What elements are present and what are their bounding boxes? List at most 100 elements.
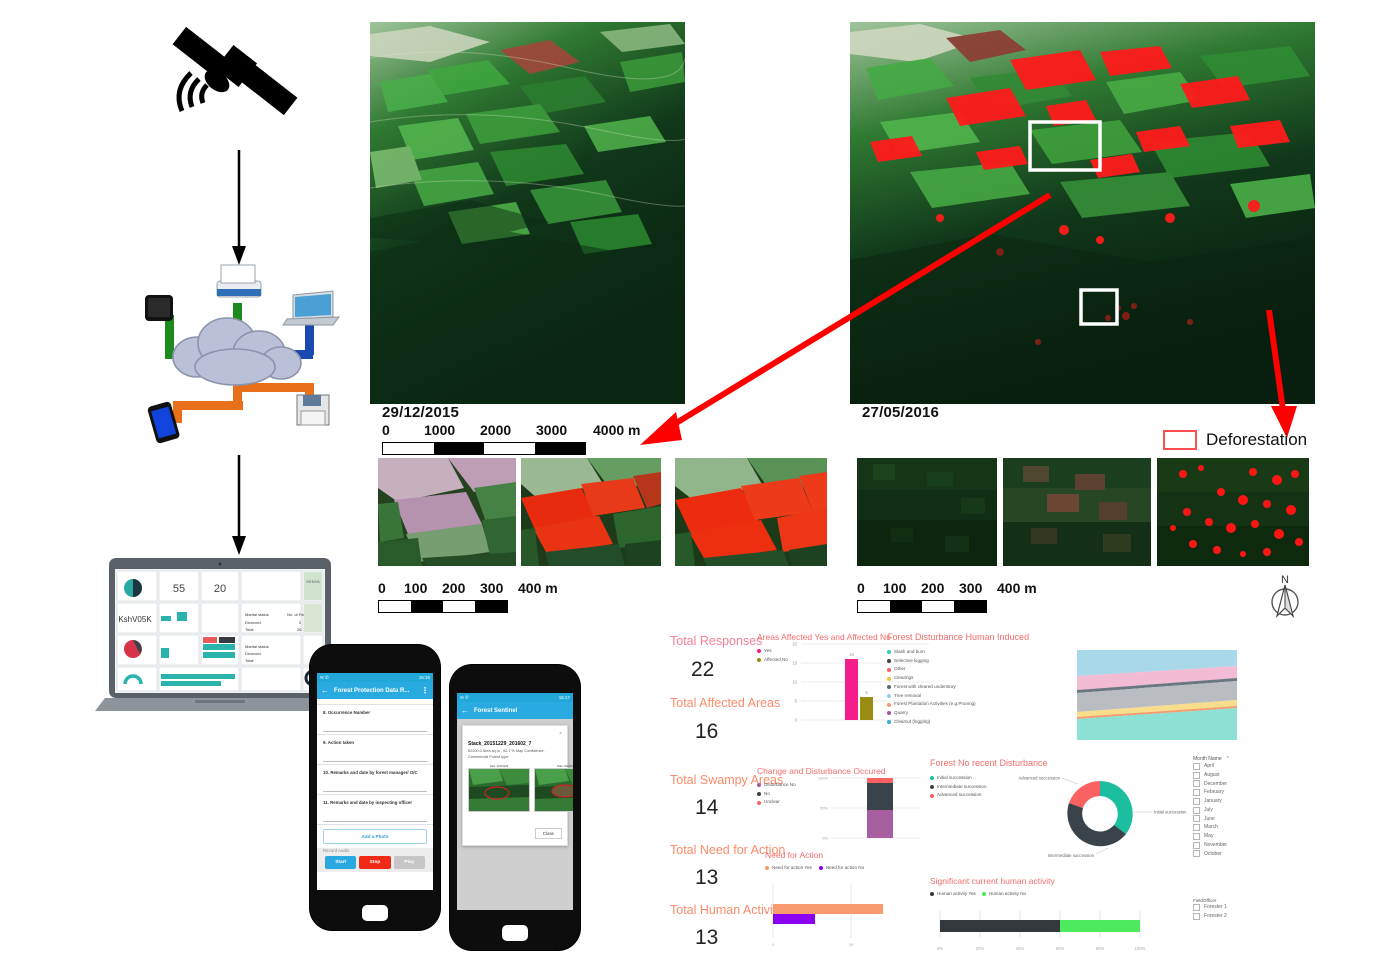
checkbox-icon[interactable]	[1193, 780, 1200, 788]
field-label: 9. Action taken	[323, 740, 355, 745]
dialog-title: Stack_20151229_201602_7	[468, 741, 532, 747]
home-button[interactable]	[502, 925, 528, 941]
inset-before-zoom-2	[857, 458, 997, 566]
legend-item[interactable]: Clearcut (logging)	[887, 718, 1217, 727]
chart-legend: Need for action Yes Need for action No	[765, 864, 995, 873]
legend-item[interactable]: Yes	[757, 647, 937, 656]
svg-text:Divorced: Divorced	[245, 651, 261, 656]
checkbox-august[interactable]: August	[1193, 771, 1303, 780]
checkbox-february[interactable]: February	[1193, 788, 1303, 797]
back-arrow-icon[interactable]: ←	[461, 706, 469, 715]
sort-icon[interactable]: ⌃	[1225, 756, 1230, 762]
checkbox-icon[interactable]	[1193, 797, 1200, 805]
legend-item[interactable]: Other	[887, 665, 1217, 674]
chart-change-and-disturbance: Change and Disturbance Occured Disturban…	[757, 766, 922, 841]
phone2-screen: ✉ ✆ 15:17 ← Forest Sentinel × Stack_2015…	[457, 693, 573, 910]
inset-scale-bar-right: 0 100 200 300 400 m	[857, 580, 1037, 613]
checkbox-may[interactable]: May	[1193, 832, 1303, 841]
checkbox-forester-2[interactable]: Forester 2	[1193, 912, 1303, 921]
svg-text:KENYA: KENYA	[306, 579, 320, 584]
checkbox-icon[interactable]	[1193, 850, 1200, 858]
checkbox-icon[interactable]	[1193, 912, 1200, 920]
legend-item[interactable]: Need for action Yes	[765, 864, 812, 873]
checkbox-icon[interactable]	[1193, 903, 1200, 911]
checkbox-march[interactable]: March	[1193, 823, 1303, 832]
legend-item[interactable]: Human activity No	[981, 890, 1026, 899]
legend-item[interactable]: Initial succession	[930, 774, 1200, 783]
close-button[interactable]: Close	[534, 828, 562, 840]
segment-unclear	[867, 778, 893, 783]
start-button[interactable]: Start	[325, 856, 357, 869]
stacked-horizontal-bar-chart: 0% 20% 40% 60% 80% 100%	[937, 910, 1146, 951]
legend-label: Affected No	[764, 656, 788, 662]
legend-swatch	[981, 892, 986, 897]
chart-title: Need for Action	[765, 850, 824, 860]
checkbox-january[interactable]: January	[1193, 797, 1303, 806]
inset-after-zoom-4	[1157, 458, 1309, 566]
checkbox-icon[interactable]	[1193, 832, 1200, 840]
field-input-line[interactable]	[323, 750, 427, 762]
after-date-label: 27/05/2016	[862, 404, 940, 421]
option-label: Forester 2	[1204, 912, 1227, 919]
inset-scale-tick-r3: 300	[959, 580, 983, 596]
checkbox-icon[interactable]	[1193, 762, 1200, 770]
legend-swatch	[930, 892, 934, 897]
record-audio-label: Record Audio	[317, 848, 433, 853]
checkbox-november[interactable]: November	[1193, 841, 1303, 850]
legend-item[interactable]: Affected No	[757, 656, 937, 665]
legend-item[interactable]: Advanced succession	[930, 791, 1200, 800]
filter-field-officer: FieldOfficer Forester 1 Forester 2	[1193, 898, 1303, 921]
home-button[interactable]	[362, 905, 388, 921]
stop-button[interactable]: Stop	[359, 856, 391, 869]
legend-item[interactable]: Quarry	[887, 709, 1217, 718]
legend-item[interactable]: Unclear	[757, 798, 922, 807]
legend-item[interactable]: Human activity Yes	[930, 890, 976, 899]
legend-item[interactable]: Clearings	[887, 674, 1217, 683]
svg-text:20: 20	[792, 642, 797, 647]
checkbox-october[interactable]: October	[1193, 850, 1303, 859]
legend-label: Human activity Yes	[937, 891, 976, 896]
kebab-menu-icon[interactable]: ⋮	[421, 686, 429, 695]
checkbox-june[interactable]: June	[1193, 815, 1303, 824]
field-remarks-forest-manager[interactable]: 10. Remarks and date by forest manager/ …	[317, 765, 433, 795]
legend-item[interactable]: Forest Plantation Activities (e.g.Prunin…	[887, 700, 1217, 709]
checkbox-december[interactable]: December	[1193, 780, 1303, 789]
checkbox-icon[interactable]	[1193, 806, 1200, 814]
thumbnail-before[interactable]	[468, 768, 530, 813]
legend-item[interactable]: Slash and burn	[887, 648, 1217, 657]
play-button[interactable]: Play	[393, 856, 425, 869]
field-action-taken[interactable]: 9. Action taken	[317, 735, 433, 765]
legend-item[interactable]: No	[757, 790, 922, 799]
add-photo-button[interactable]: Add a Photo	[323, 829, 427, 844]
chart-title: Forest No recent Disturbance	[930, 758, 1048, 768]
field-input-line[interactable]	[323, 810, 427, 822]
back-arrow-icon[interactable]: ←	[321, 686, 329, 695]
field-remarks-inspecting-officer[interactable]: 11. Remarks and date by inspecting offic…	[317, 795, 433, 825]
svg-text:Total: Total	[245, 658, 254, 663]
legend-item[interactable]: Selective logging	[887, 657, 1217, 666]
field-input-line[interactable]	[323, 720, 427, 732]
close-icon[interactable]: ×	[559, 731, 562, 737]
checkbox-icon[interactable]	[1193, 824, 1200, 832]
checkbox-icon[interactable]	[1193, 841, 1200, 849]
checkbox-icon[interactable]	[1193, 815, 1200, 823]
checkbox-forester-1[interactable]: Forester 1	[1193, 903, 1303, 912]
checkbox-icon[interactable]	[1193, 771, 1200, 779]
field-input-line[interactable]	[323, 780, 427, 792]
checkbox-april[interactable]: April	[1193, 762, 1303, 771]
legend-item[interactable]: Forest with cleared understory	[887, 683, 1217, 692]
legend-item[interactable]: Disturbance No	[757, 781, 922, 790]
thumbnail-after[interactable]	[534, 768, 573, 813]
checkbox-icon[interactable]	[1193, 789, 1200, 797]
inset-before-zoom-1	[378, 458, 516, 566]
legend-item[interactable]: Tree removal	[887, 692, 1217, 701]
legend-item[interactable]: Intermediate succession	[930, 783, 1200, 792]
legend-label: Slash and burn	[894, 649, 925, 654]
xtick: 0%	[937, 946, 943, 951]
checkbox-july[interactable]: July	[1193, 806, 1303, 815]
chart-title: Significant current human activity	[930, 876, 1055, 886]
field-label: 8. Occurrence Number	[323, 710, 371, 715]
scale-tick-3: 3000	[536, 422, 568, 438]
field-occurrence-number[interactable]: 8. Occurrence Number	[317, 705, 433, 735]
legend-item[interactable]: Need for action No	[818, 864, 864, 873]
